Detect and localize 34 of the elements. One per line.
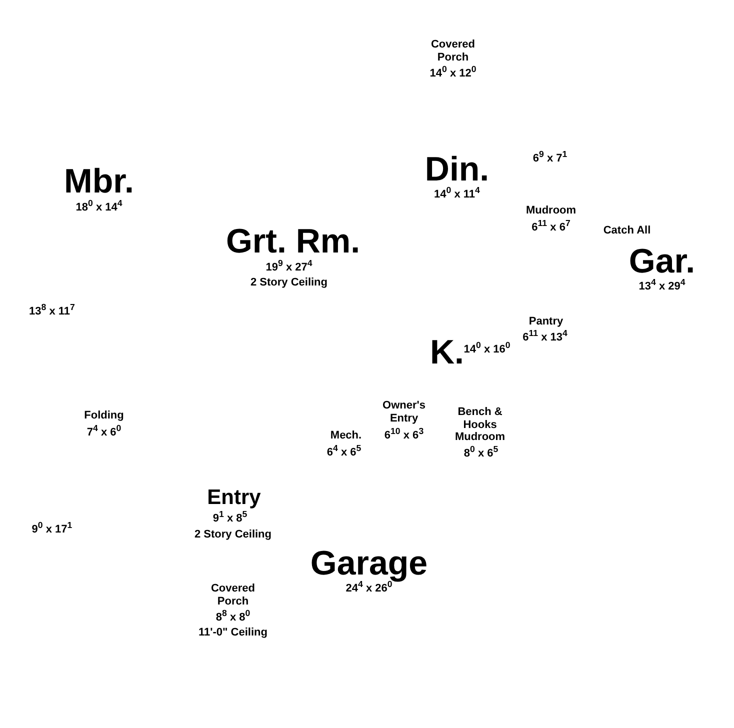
room-name: Entry: [207, 486, 261, 510]
room-name: Covered Porch: [430, 38, 476, 64]
room-name: K.: [430, 333, 464, 373]
dimension-label: 18$^{0}$ x 14$^{4}$: [76, 202, 122, 214]
room-name: Owner's Entry: [382, 399, 426, 425]
room-name: Bench & Hooks Mudroom: [454, 406, 506, 444]
dimension-label: 6$^{11}$ x 6$^{7}$: [532, 222, 570, 234]
dimension-label: 13$^{4}$ x 29$^{4}$: [638, 280, 686, 294]
dimension-label: 14$^{0}$ x 12$^{0}$: [430, 68, 476, 80]
dimension-label: 14$^{0}$ x 11$^{4}$: [434, 188, 480, 202]
room-name: Grt. Rm.: [226, 222, 360, 260]
room-name: Pantry: [528, 316, 564, 328]
dimension-label: 6$^{11}$ x 13$^{4}$: [522, 332, 568, 344]
dimension-label: 8$^{0}$ x 6$^{5}$: [464, 448, 498, 460]
ceiling-note: 11'-0" Ceiling: [198, 626, 268, 640]
room-name: Mech.: [330, 430, 362, 442]
dimension-label: 8$^{8}$ x 8$^{0}$: [216, 612, 250, 624]
dimension-label: 14$^{0}$ x 16$^{0}$: [464, 344, 510, 356]
room-note: Catch All: [603, 224, 651, 238]
dimension-label: 19$^{9}$ x 27$^{4}$: [266, 262, 312, 274]
ceiling-note: 2 Story Ceiling: [250, 276, 328, 290]
room-name: Mudroom: [526, 204, 576, 218]
dimension-label: 24$^{4}$ x 26$^{0}$: [346, 582, 392, 596]
room-name: Mbr.: [64, 162, 134, 200]
dimension-label: 9$^{0}$ x 17$^{1}$: [32, 524, 72, 536]
dimension-label: 9$^{1}$ x 8$^{5}$: [212, 512, 248, 526]
dimension-label: 7$^{4}$ x 6$^{0}$: [86, 426, 122, 440]
dimension-label: 6$^{10}$ x 6$^{3}$: [384, 430, 424, 442]
dimension-label: 6$^{4}$ x 6$^{5}$: [326, 446, 362, 460]
room-note: Folding: [84, 410, 124, 422]
dimension-label: 13$^{8}$ x 11$^{7}$: [29, 306, 75, 318]
ceiling-note: 2 Story Ceiling: [194, 528, 272, 542]
dimension-label: 6$^{9}$ x 7$^{1}$: [532, 152, 568, 166]
room-name: Covered Porch: [210, 582, 256, 608]
